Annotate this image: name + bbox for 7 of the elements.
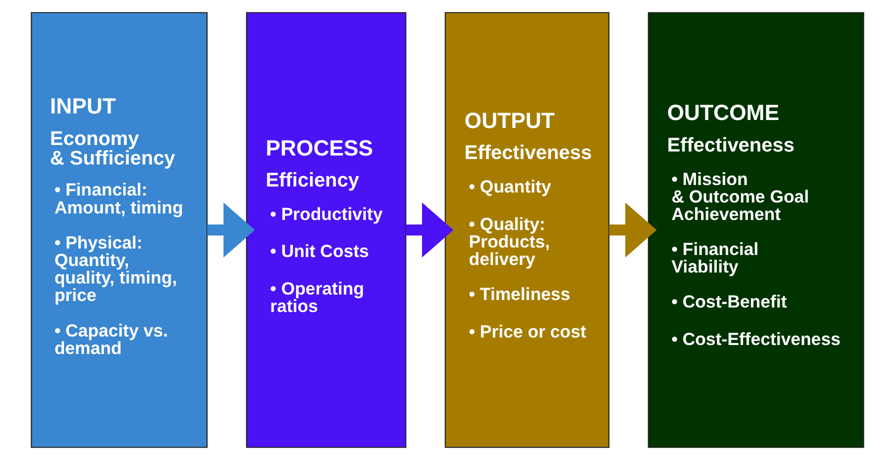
arrow (608, 202, 656, 258)
arrow (405, 202, 453, 258)
node-box: OUTCOME Effectiveness • Mission & Outcome Goal Achievement • Financial Viability • Cost-Benefit • Cost-Effectiveness (647, 12, 864, 448)
node-box: INPUT Economy & Sufficiency • Financial: Amount, timing • Physical: Quantity, quality, timing, price • Capacity vs. demand (30, 12, 208, 448)
node-box: PROCESS Efficiency • Productivity • Unit Costs • Operating ratios (246, 12, 406, 448)
node-box: OUTPUT Effectiveness • Quantity • Quality: Products, delivery • Timeliness • Price or cost (444, 12, 609, 448)
arrow (206, 202, 254, 258)
